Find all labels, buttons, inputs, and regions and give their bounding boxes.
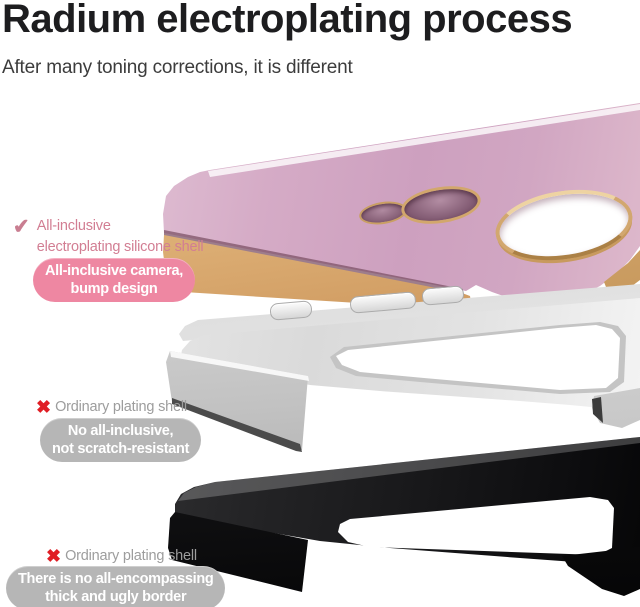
drawback-callout-clear: ✖ Ordinary plating shell (36, 397, 187, 418)
badge-line1: All-inclusive camera, (45, 263, 183, 279)
page-title: Radium electroplating process (2, 0, 573, 41)
feature-badge-camera-bump: All-inclusive camera, bump design (33, 258, 195, 302)
badge-line1: No all-inclusive, (67, 423, 174, 439)
feature-label-line2: electroplating silicone shell (36, 239, 204, 255)
badge-line2: bump design (70, 281, 158, 297)
feature-label: All-inclusive electroplating silicone sh… (37, 216, 204, 258)
drawback-callout-black: ✖ Ordinary plating shell (46, 546, 197, 567)
drawback-badge-not-scratch-resistant: No all-inclusive, not scratch-resistant (40, 418, 202, 462)
drawback-label: Ordinary plating shell (65, 548, 197, 564)
feature-callout-electroplated: ✔ All-inclusive electroplating silicone … (12, 215, 204, 258)
cross-icon: ✖ (36, 397, 52, 417)
badge-line2: not scratch-resistant (52, 441, 190, 457)
check-icon: ✔ (12, 215, 31, 239)
badge-line1: There is no all-encompassing (18, 571, 214, 587)
badge-line2: thick and ugly border (45, 589, 187, 605)
page-subtitle: After many toning corrections, it is dif… (2, 57, 353, 78)
cross-icon: ✖ (46, 546, 62, 566)
feature-label-line1: All-inclusive (36, 218, 111, 234)
drawback-badge-ugly-border: There is no all-encompassing thick and u… (6, 566, 226, 607)
drawback-label: Ordinary plating shell (55, 399, 187, 415)
